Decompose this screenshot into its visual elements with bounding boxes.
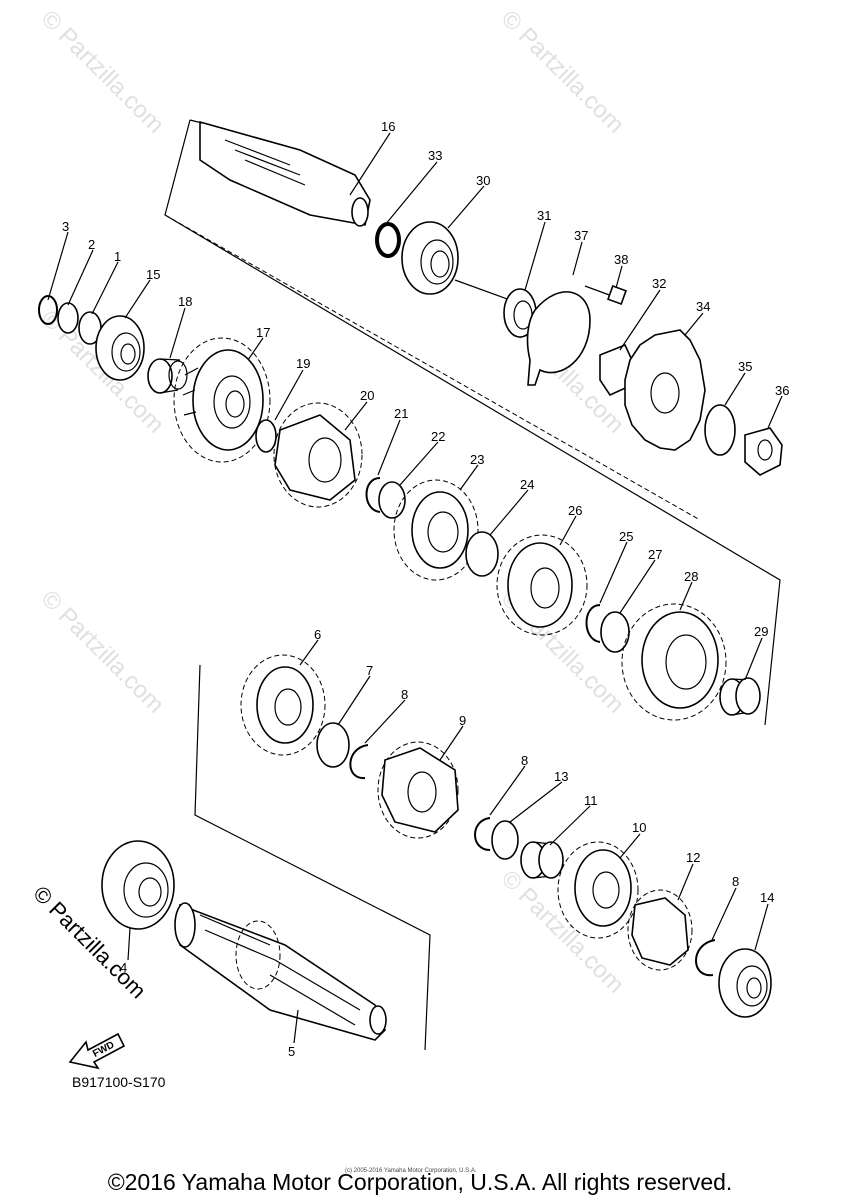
upper-assembly-boundary xyxy=(164,119,781,726)
gear xyxy=(627,889,693,971)
part-label: 37 xyxy=(574,228,588,243)
toothed-washer xyxy=(600,611,630,653)
part-label: 30 xyxy=(476,173,490,188)
part-label: 31 xyxy=(537,208,551,223)
labels: 3 2 1 15 18 17 19 20 21 22 23 24 26 25 2… xyxy=(47,119,789,1059)
part-label: 19 xyxy=(296,356,310,371)
circlip xyxy=(474,817,491,851)
part-label: 14 xyxy=(760,890,774,905)
part-label: 17 xyxy=(256,325,270,340)
part-label: 8 xyxy=(401,687,408,702)
retainer-plate xyxy=(526,291,591,386)
thrust-washer xyxy=(316,722,350,768)
part-label: 1 xyxy=(114,249,121,264)
part-label: 22 xyxy=(431,429,445,444)
part-label: 27 xyxy=(648,547,662,562)
part-label: 32 xyxy=(652,276,666,291)
gear xyxy=(496,534,588,636)
gear xyxy=(557,841,639,939)
circlip xyxy=(365,477,381,513)
part-label: 12 xyxy=(686,850,700,865)
o-ring xyxy=(375,222,401,258)
gear xyxy=(240,654,326,756)
part-label: 33 xyxy=(428,148,442,163)
part-label: 26 xyxy=(568,503,582,518)
part-label: 24 xyxy=(520,477,534,492)
diagram-code: B917100-S170 xyxy=(72,1074,166,1090)
gear xyxy=(377,741,459,839)
gear xyxy=(621,603,727,721)
small-copyright: (c) 2005-2016 Yamaha Motor Corporation, … xyxy=(345,1168,477,1174)
thrust-washer xyxy=(255,419,277,453)
bearing xyxy=(718,948,772,1018)
part-label: 8 xyxy=(732,874,739,889)
thrust-washer xyxy=(465,531,499,577)
part-label: 6 xyxy=(314,627,321,642)
circlip xyxy=(585,604,601,643)
part-label: 20 xyxy=(360,388,374,403)
bearing xyxy=(101,840,175,930)
washer xyxy=(57,302,79,334)
boundary-dash xyxy=(164,214,701,521)
circlip xyxy=(349,744,369,780)
circlip xyxy=(38,295,58,325)
drive-axle xyxy=(174,902,387,1041)
bolt xyxy=(584,285,627,305)
part-label: 34 xyxy=(696,299,710,314)
toothed-washer xyxy=(491,820,519,860)
part-label: 15 xyxy=(146,267,160,282)
part-label: 7 xyxy=(366,663,373,678)
leader-line xyxy=(454,279,511,301)
part-label: 2 xyxy=(88,237,95,252)
part-label: 8 xyxy=(521,753,528,768)
part-label: 38 xyxy=(614,252,628,267)
gear xyxy=(273,402,363,508)
drive-sprocket xyxy=(624,329,706,451)
nut xyxy=(744,427,783,476)
part-label: 28 xyxy=(684,569,698,584)
needle-bearing xyxy=(147,358,188,394)
lower-assembly-boundary xyxy=(194,664,431,1051)
circlip xyxy=(695,939,716,977)
part-label: 36 xyxy=(775,383,789,398)
gear xyxy=(173,337,271,463)
toothed-washer xyxy=(378,481,406,519)
part-label: 11 xyxy=(584,793,598,808)
bearing xyxy=(95,315,145,381)
needle-bearing xyxy=(520,841,564,879)
part-label: 25 xyxy=(619,529,633,544)
part-label: 21 xyxy=(394,406,408,421)
watermark-text: © Partzilla.com xyxy=(36,585,169,718)
lock-washer xyxy=(704,404,736,456)
part-label: 9 xyxy=(459,713,466,728)
part-label: 13 xyxy=(554,769,568,784)
bearing xyxy=(401,221,459,295)
part-label: 35 xyxy=(738,359,752,374)
needle-bearing xyxy=(719,677,761,716)
part-label: 5 xyxy=(288,1044,295,1059)
fwd-arrow-icon: FWD xyxy=(68,1032,126,1070)
main-axle-shaft xyxy=(199,120,371,227)
copyright-notice: ©2016 Yamaha Motor Corporation, U.S.A. A… xyxy=(108,1169,733,1195)
watermark-text: © Partzilla.com xyxy=(496,5,629,138)
part-label: 29 xyxy=(754,624,768,639)
part-label: 10 xyxy=(632,820,646,835)
part-label: 3 xyxy=(62,219,69,234)
gear xyxy=(393,479,479,581)
watermark-text: © Partzilla.com xyxy=(36,5,169,138)
part-label: 18 xyxy=(178,294,192,309)
part-label: 4 xyxy=(120,960,127,975)
part-label: 23 xyxy=(470,452,484,467)
part-label: 16 xyxy=(381,119,395,134)
